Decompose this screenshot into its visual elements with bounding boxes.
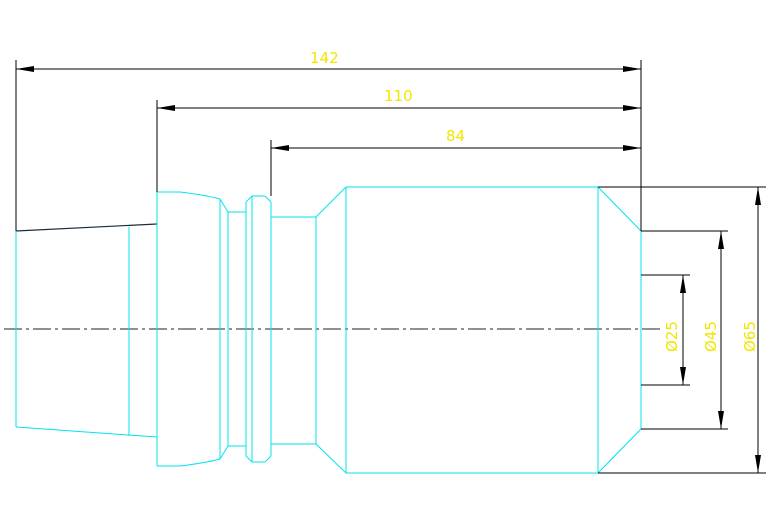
dimension-dia-45-label: Ø45 [702, 321, 720, 352]
dimension-dia-25-label: Ø25 [663, 321, 681, 352]
part-outline [15, 186, 642, 474]
dimension-dia-65: Ø65 [598, 186, 766, 474]
left-taper-top-edge [15, 223, 158, 232]
dimension-110-label: 110 [384, 87, 413, 105]
dimension-84-label: 84 [446, 127, 465, 145]
dimension-142: 142 [15, 49, 642, 231]
dimension-142-label: 142 [310, 49, 339, 67]
dimension-dia-45: Ø45 [641, 230, 728, 430]
dimension-84: 84 [270, 127, 642, 231]
dimension-dia-25: Ø25 [641, 274, 690, 386]
dimension-110: 110 [156, 87, 642, 231]
dimension-dia-65-label: Ø65 [741, 321, 759, 352]
